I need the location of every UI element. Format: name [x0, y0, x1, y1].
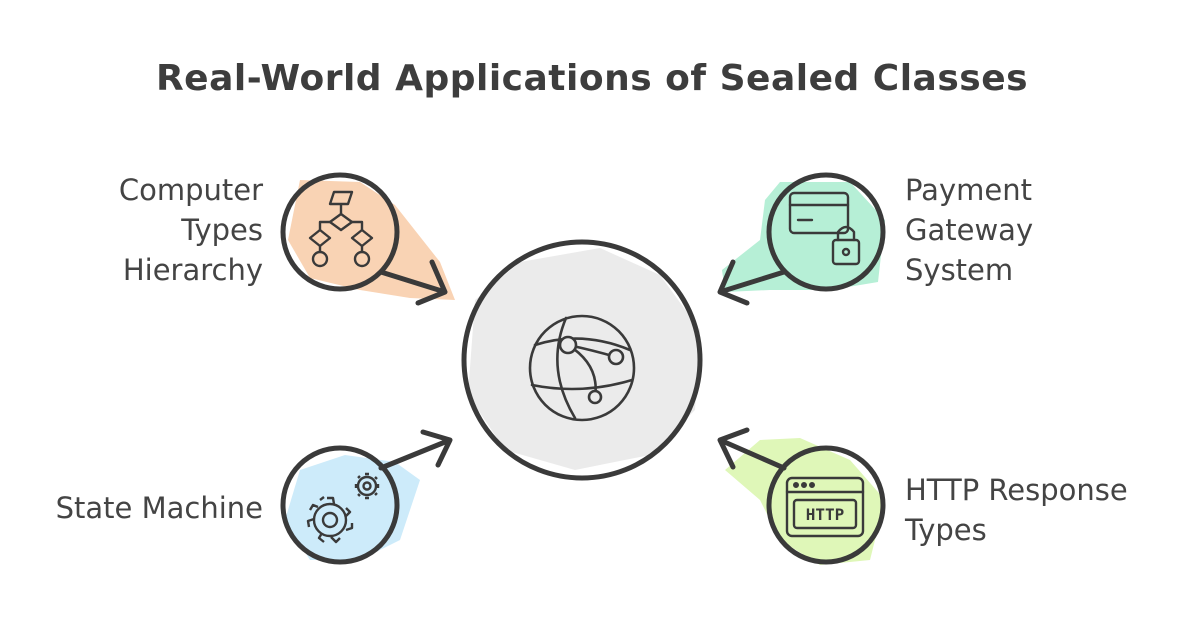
arrow-icon: [717, 259, 787, 306]
label-payment-gateway: Payment Gateway System: [905, 173, 1034, 287]
center-circle: [461, 239, 703, 481]
globe-network-icon: [528, 314, 636, 422]
credit-card-lock-icon: [788, 191, 861, 266]
node-background: [285, 455, 420, 560]
node-background: [288, 180, 455, 300]
node-http-response: HTTP: [717, 427, 886, 565]
label-computer-types: Computer Types Hierarchy: [118, 173, 263, 287]
http-window-icon: HTTP: [785, 476, 865, 538]
svg-text:HTTP: HTTP: [806, 505, 845, 524]
label-http-response: HTTP Response Types: [905, 473, 1128, 547]
node-state-machine: [280, 429, 453, 565]
flowchart-hierarchy-icon: [308, 190, 374, 268]
label-state-machine: State Machine: [55, 491, 263, 525]
gears-icon: [306, 472, 380, 544]
center-hub: [461, 239, 703, 481]
arrow-icon: [717, 427, 787, 471]
arrow-icon: [378, 429, 453, 471]
arrow-icon: [378, 259, 448, 306]
page-title: Real-World Applications of Sealed Classe…: [155, 58, 1029, 99]
node-computer-types: [280, 172, 455, 306]
node-payment-gateway: [717, 172, 886, 306]
